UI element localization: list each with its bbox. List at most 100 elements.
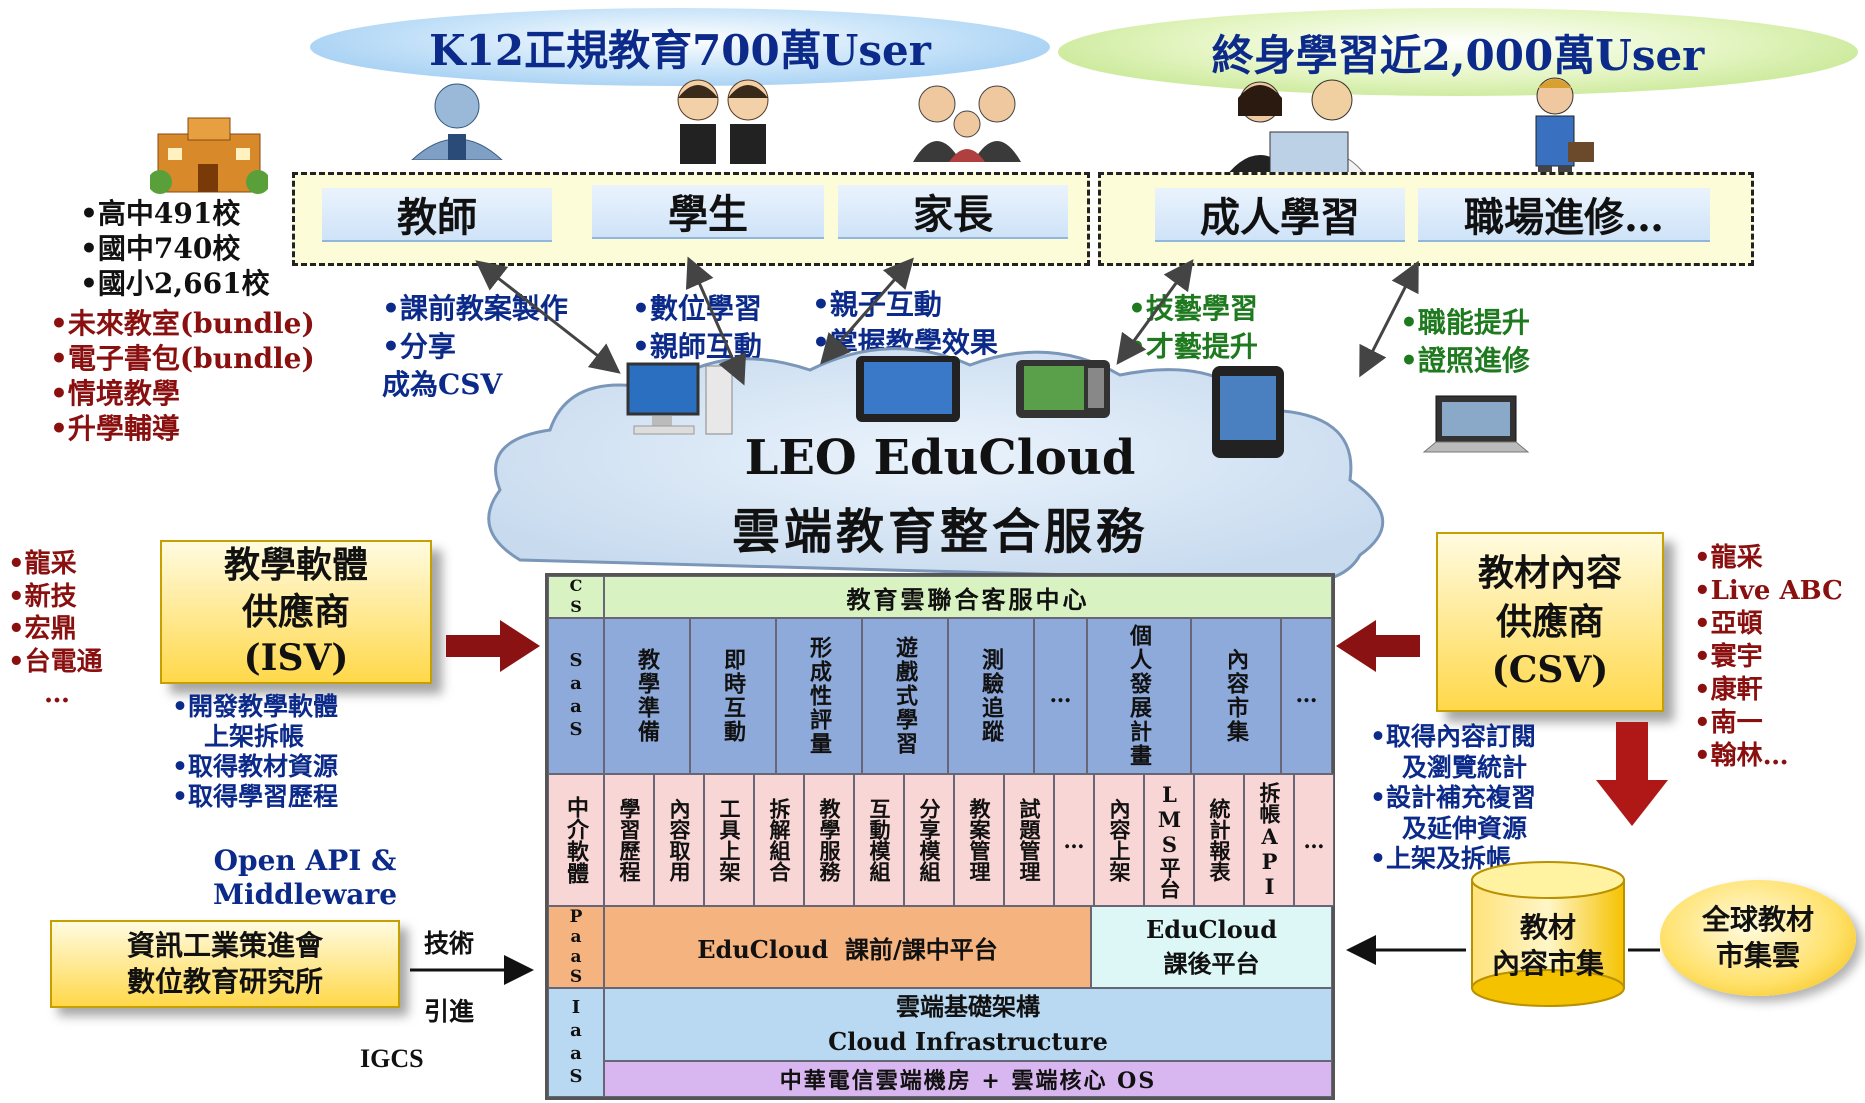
global-market-cloud: 全球教材 市集雲 (1660, 880, 1856, 996)
middleware-module: … (1054, 774, 1094, 906)
saas-module: 教學準備 (604, 618, 690, 774)
global-line1: 全球教材 (1701, 902, 1814, 936)
iii-line2: 數位教育研究所 (126, 965, 323, 998)
middleware-module-label: 統計報表 (1207, 798, 1232, 882)
role-student: 學生 (592, 185, 824, 239)
isv-title-line2: 供應商 (241, 590, 350, 633)
saas-module: … (1281, 618, 1332, 774)
feature-item: •升學輔導 (50, 412, 180, 445)
middleware-module: 內容取用 (654, 774, 704, 906)
isv-vendors-list: •龍采 •新技 •宏鼎 •台電通 … (8, 548, 103, 711)
csv-note: •取得內容訂閱 (1370, 722, 1536, 751)
paas-presession-platform: EduCloud 課前/課中平台 (604, 906, 1091, 988)
isv-vendor: •新技 (8, 581, 77, 612)
middleware-module: 互動模組 (854, 774, 904, 906)
content-market-label: 教材 內容市集 (1468, 910, 1628, 983)
csv-title-line1: 教材內容 (1477, 552, 1622, 595)
isv-title-line3: (ISV) (243, 637, 349, 680)
role-parent: 家長 (838, 185, 1068, 239)
isv-vendor: •台電通 (8, 646, 103, 677)
middleware-module-label: 學習歷程 (617, 798, 642, 882)
middleware-module: 拆解組合 (754, 774, 804, 906)
tech-label: 技術 (424, 929, 475, 958)
work-note: •證照進修 (1400, 343, 1530, 377)
middleware-label-text: 中介軟體 (563, 796, 589, 884)
school-icon (150, 117, 268, 194)
isv-note: •取得教材資源 (172, 752, 338, 781)
saas-module-label: 個人發展計畫 (1126, 624, 1152, 768)
teacher-note: •分享 (382, 329, 456, 363)
csv-vendor: •寰宇 (1694, 642, 1763, 673)
csv-vendor: •Live ABC (1694, 576, 1843, 607)
saas-module-label: 遊戲式學習 (892, 636, 918, 756)
iii-box: 資訊工業策進會 數位教育研究所 (50, 920, 400, 1008)
middleware-module: 試題管理 (1004, 774, 1054, 906)
isv-note: •取得學習歷程 (172, 782, 338, 811)
iaas-bottom-text: 中華電信雲端機房 + 雲端核心 OS (779, 1068, 1157, 1094)
middleware-module: LMS平台 (1144, 774, 1194, 906)
market-line2: 內容市集 (1491, 947, 1604, 981)
csv-vendor: •康軒 (1694, 675, 1763, 706)
saas-module: 即時互動 (690, 618, 776, 774)
middleware-module-label: 分享模組 (917, 798, 942, 882)
open-api-line2: Middleware (212, 877, 398, 911)
saas-module-label: 內容市集 (1223, 648, 1249, 744)
csv-vendor: •南一 (1694, 708, 1763, 739)
middleware-module: 分享模組 (904, 774, 954, 906)
role-workplace-training: 職場進修… (1418, 188, 1710, 242)
middleware-module: 拆帳API (1244, 774, 1294, 906)
iaas-layer-label: IaaS (548, 988, 604, 1097)
lifelong-users-ellipse: 終身學習近2,000萬User (1058, 8, 1858, 96)
saas-label-text: SaaS (565, 650, 587, 742)
isv-notes: •開發教學軟體 上架拆帳 •取得教材資源 •取得學習歷程 (172, 692, 338, 812)
iaas-line2: Cloud Infrastructure (828, 1026, 1108, 1056)
work-note: •職能提升 (1400, 306, 1530, 339)
csv-title-line3: (CSV) (1491, 649, 1609, 692)
middleware-module-label: 內容上架 (1107, 798, 1132, 882)
csv-vendors-list: •龍采 •Live ABC •亞頓 •寰宇 •康軒 •南一 •翰林… (1694, 542, 1843, 773)
saas-module-label: 教學準備 (634, 648, 660, 744)
cs-content-text: 教育雲聯合客服中心 (846, 584, 1090, 614)
architecture-stack: CS 教育雲聯合客服中心 SaaS 中介軟體 PaaS EduCloud 課前/… (545, 573, 1335, 1100)
school-count-high: •高中491校 (80, 197, 241, 230)
k12-users-title: K12正規教育700萬User (429, 25, 931, 75)
global-line2: 市集雲 (1715, 939, 1800, 972)
laptop-icon (1422, 395, 1530, 453)
isv-title-line1: 教學軟體 (223, 543, 368, 586)
school-count-junior: •國中740校 (80, 232, 241, 265)
middleware-module: 學習歷程 (604, 774, 654, 906)
saas-module: 內容市集 (1191, 618, 1281, 774)
middleware-module-label: 教案管理 (967, 798, 992, 882)
saas-module: 遊戲式學習 (862, 618, 948, 774)
middleware-module-label: 工具上架 (717, 798, 742, 882)
feature-item: •電子書包(bundle) (50, 342, 315, 375)
paas-right-line1: EduCloud (1146, 915, 1277, 945)
iaas-line1: 雲端基礎架構 (896, 991, 1040, 1021)
isv-vendor: •宏鼎 (8, 614, 77, 644)
isv-vendor: •龍采 (8, 549, 77, 579)
role-work-label: 職場進修… (1464, 194, 1664, 241)
cloud-title: LEO EduCloud (744, 430, 1136, 486)
middleware-module-label: … (1301, 827, 1327, 853)
market-line1: 教材 (1519, 911, 1576, 944)
role-teacher: 教師 (322, 188, 552, 242)
igcs-label: IGCS (360, 1044, 424, 1073)
csv-vendor: •亞頓 (1694, 609, 1763, 640)
middleware-module-label: 內容取用 (667, 798, 692, 882)
iii-line1: 資訊工業策進會 (126, 928, 323, 962)
isv-box: 教學軟體 供應商 (ISV) (160, 540, 432, 684)
middleware-module-label: 拆解組合 (767, 798, 792, 882)
adult-learners-icon (1220, 79, 1373, 184)
middleware-module: 內容上架 (1094, 774, 1144, 906)
saas-module-label: 形成性評量 (806, 636, 832, 756)
family-icon (913, 85, 1021, 162)
middleware-module: 教案管理 (954, 774, 1004, 906)
role-student-label: 學生 (668, 191, 748, 238)
saas-module: … (1034, 618, 1087, 774)
saas-module-label: 即時互動 (720, 648, 746, 744)
saas-module: 測驗追蹤 (948, 618, 1034, 774)
saas-module: 形成性評量 (776, 618, 862, 774)
saas-module-label: … (1293, 682, 1320, 710)
role-adult-learning: 成人學習 (1155, 188, 1405, 242)
